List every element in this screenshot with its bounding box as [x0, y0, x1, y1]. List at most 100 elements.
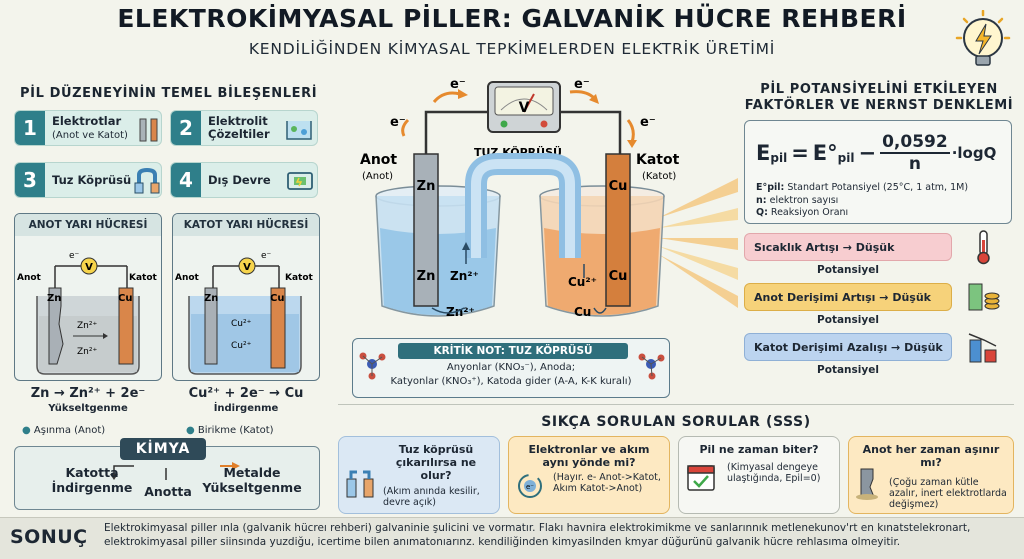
cathode-process: İndirgenme: [213, 403, 279, 414]
legend-term: n:: [756, 194, 767, 206]
critical-note-line-2: Katyonlar (KNO₃⁺), Katoda gider (A-A, K-…: [390, 376, 632, 387]
cathode-label: Katot: [129, 273, 158, 283]
cu-ion-2: Cu²⁺: [231, 341, 252, 351]
faq-card-electron-current: Elektronlar ve akım aynı yönde mi? (Hayı…: [508, 436, 670, 514]
factor-anode-concentration: Anot Derişimi Artışı → Düşük: [744, 283, 952, 311]
components-title: PİL DÜZENEYİNİN TEMEL BİLEŞENLERİ: [20, 86, 318, 101]
mnemonic-arrows: [110, 462, 240, 480]
nernst-lhs: E: [756, 141, 771, 165]
component-number: 1: [15, 111, 45, 145]
calendar-check-icon: [687, 465, 715, 491]
electron-top-right: e⁻: [574, 77, 590, 92]
anode-subtitle: (Anot): [362, 171, 393, 182]
zn-ion-label: Zn²⁺: [450, 269, 479, 283]
energy-rays: [658, 178, 738, 308]
component-label: Elektrolit: [208, 114, 268, 128]
nernst-lhs-sub: pil: [770, 151, 788, 165]
conclusion-label: SONUÇ: [10, 526, 88, 548]
electrode-cu: Cu: [118, 293, 132, 304]
mnemonic-title: KİMYA: [120, 438, 206, 460]
coins-icon: [968, 283, 1000, 311]
zn-electrode-bottom: Zn: [417, 269, 436, 284]
corroded-anode-icon: [856, 468, 878, 500]
component-label: Elektrotlar: [52, 113, 122, 128]
component-card-external-circuit: 4 Dış Devre: [170, 162, 318, 198]
faq-question: Anot her zaman aşınır mı?: [862, 443, 1000, 469]
cu-ion-label: Cu²⁺: [568, 275, 597, 289]
component-label: Dış Devre: [208, 172, 271, 187]
anode-note-text: Aşınma (Anot): [33, 425, 106, 436]
cathode-label: Katot: [285, 273, 314, 283]
electron-label: e⁻: [261, 251, 272, 261]
thermometer-icon: [977, 230, 990, 265]
nernst-numerator: 0,0592: [880, 132, 950, 154]
electrodes-icon: [139, 118, 158, 142]
anode-half-header: ANOT YARI HÜCRESİ: [15, 214, 161, 236]
mnemonic-center: Anotta: [144, 484, 192, 499]
lightbulb-icon: [955, 10, 1011, 66]
factors-title-line-1: PİL POTANSİYELİNİ ETKİLEYEN: [760, 82, 998, 97]
critical-note-line-1: Anyonlar (KNO₃⁻), Anoda;: [446, 362, 576, 373]
faq-answer: (Akım anında kesilir, devre açık): [383, 486, 480, 508]
nernst-minus: −: [858, 141, 877, 165]
nernst-legend: E°pil: Standart Potansiyel (25°C, 1 atm,…: [756, 182, 1006, 220]
critical-note-title: KRİTİK NOT: TUZ KÖPRÜSÜ: [398, 343, 628, 359]
zn-ion-1: Zn²⁺: [77, 321, 97, 331]
zn-electrode-top: Zn: [417, 179, 436, 194]
legend-term: Q:: [756, 207, 768, 218]
faq-answer: (Çoğu zaman kütle azalır, inert elektrot…: [889, 477, 1007, 510]
voltmeter-label: V: [519, 100, 530, 116]
page-title: ELEKTROKİMYASAL PİLLER: GALVANİK HÜCRE R…: [117, 4, 907, 33]
faq-question: Pil ne zaman biter?: [699, 443, 819, 456]
page-subtitle: KENDİLİĞİNDEN KİMYASAL TEPKİMELERDEN ELE…: [248, 40, 776, 58]
cathode-note: ● Birikme (Katot): [186, 425, 274, 436]
meter-label: V: [243, 262, 251, 273]
faq-card-battery-end: Pil ne zaman biter? (Kimyasal dengeye ul…: [678, 436, 840, 514]
electron-left: e⁻: [390, 115, 406, 130]
faq-answer: (Hayır. e- Anot->Katot, Akım Katot->Anot…: [553, 472, 661, 494]
electron-right: e⁻: [640, 115, 656, 130]
electron-top-left: e⁻: [450, 77, 466, 92]
cathode-equation: Cu²⁺ + 2e⁻ → Cu: [188, 386, 304, 401]
legend-desc: Standart Potansiyel (25°C, 1 atm, 1M): [787, 182, 969, 193]
component-card-electrodes: 1 Elektrotlar(Anot ve Katot): [14, 110, 162, 146]
salt-bridge-icon: [134, 167, 160, 194]
cathode-half-header: KATOT YARI HÜCRESİ: [173, 214, 319, 236]
anode-half-cell-panel: ANOT YARI HÜCRESİ V e⁻ Anot Katot Zn Cu …: [14, 213, 162, 381]
nernst-legend-item: E°pil: Standart Potansiyel (25°C, 1 atm,…: [756, 182, 1006, 195]
molecule-icon-right: [638, 353, 665, 380]
faq-title: SIKÇA SORULAN SORULAR (SSS): [541, 414, 811, 430]
cu-ion-1: Cu²⁺: [231, 319, 252, 329]
cathode-half-cell-illustration: V e⁻ Anot Katot Zn Cu Cu²⁺ Cu²⁺: [175, 251, 314, 375]
zn-ion-label-2: Zn²⁺: [446, 305, 475, 319]
nernst-panel: [744, 120, 1012, 224]
legend-desc: elektron sayısı: [769, 194, 839, 206]
factor-cathode-concentration: Katot Derişimi Azalışı → Düşük: [744, 333, 952, 361]
faq-divider: [338, 404, 1014, 405]
legend-desc: Reaksiyon Oranı: [770, 207, 849, 218]
nernst-e0: E°: [812, 141, 838, 165]
component-number: 3: [15, 163, 45, 197]
molecule-icon-left: [359, 352, 386, 380]
faq-question: Elektronlar ve akım aynı yönde mi?: [528, 443, 650, 469]
mnemonic-right: Metalde Yükseltgenme: [202, 465, 302, 495]
beaker-icon: [286, 121, 312, 140]
nernst-logq: ·logQ: [951, 144, 997, 162]
component-card-salt-bridge: 3 Tuz Köprüsü: [14, 162, 162, 198]
nernst-legend-item: Q: Reaksiyon Oranı: [756, 207, 1006, 220]
galvanic-cell-diagram: V e⁻ e⁻ e⁻ e⁻ Anot (Anot) Katot (Katot) …: [360, 77, 738, 319]
electrode-zn: Zn: [204, 293, 218, 304]
faq-question: Tuz köprüsü çıkarılırsa ne olur?: [395, 443, 477, 482]
factor-anode-concentration-sub: Potansiyel: [817, 314, 879, 326]
electrode-cu: Cu: [270, 293, 284, 304]
cu-electrode-top: Cu: [609, 179, 628, 194]
component-number: 4: [171, 163, 201, 197]
component-label: Tuz Köprüsü: [52, 172, 132, 187]
component-number: 2: [171, 111, 201, 145]
cathode-half-cell-panel: KATOT YARI HÜCRESİ V e⁻ Anot Katot Zn Cu…: [172, 213, 320, 381]
factor-temperature-sub: Potansiyel: [817, 264, 879, 276]
faq-answer: (Kimyasal dengeye ulaştığında, Epil=0): [727, 462, 821, 484]
factors-title: PİL POTANSİYELİNİ ETKİLEYEN FAKTÖRLER VE…: [744, 82, 1014, 114]
